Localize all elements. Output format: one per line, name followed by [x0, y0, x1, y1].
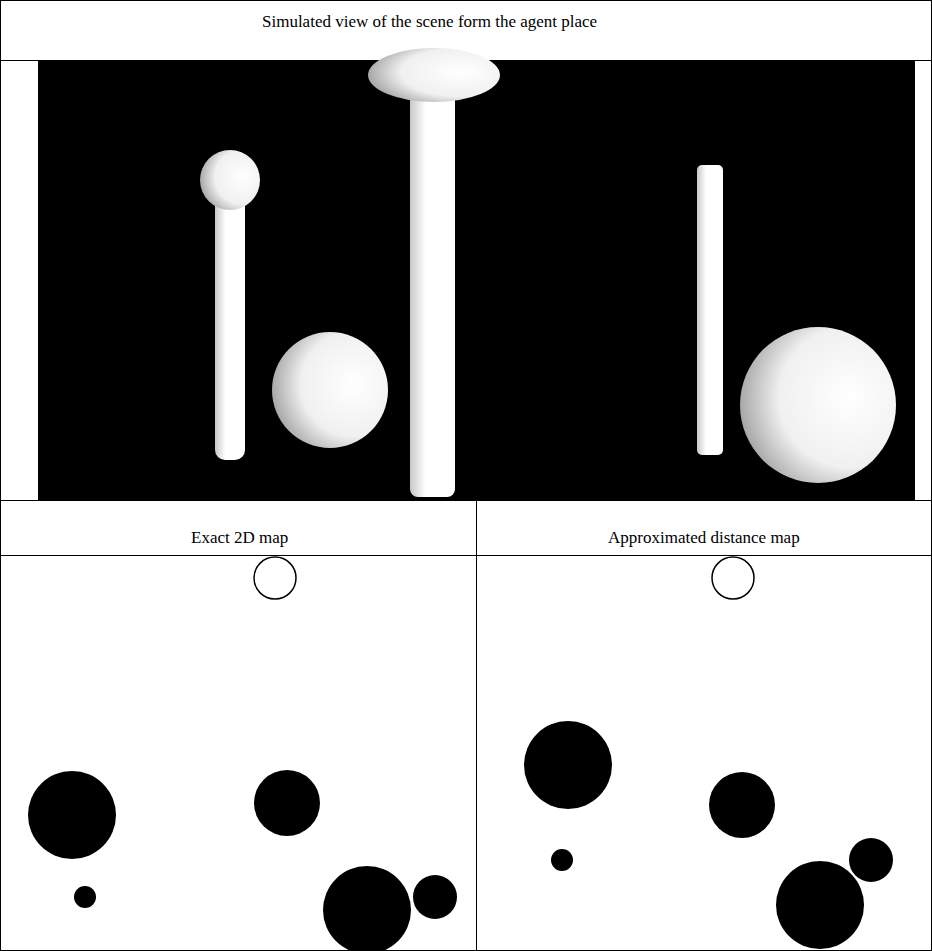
panel-heading: Approximated distance map: [606, 528, 802, 548]
exact-map: [28, 557, 457, 951]
approx-map: [524, 557, 893, 949]
panel-title: Simulated view of the scene form the age…: [260, 12, 599, 32]
scene-view: [38, 48, 915, 500]
panel-heading: Exact 2D map: [189, 528, 290, 548]
